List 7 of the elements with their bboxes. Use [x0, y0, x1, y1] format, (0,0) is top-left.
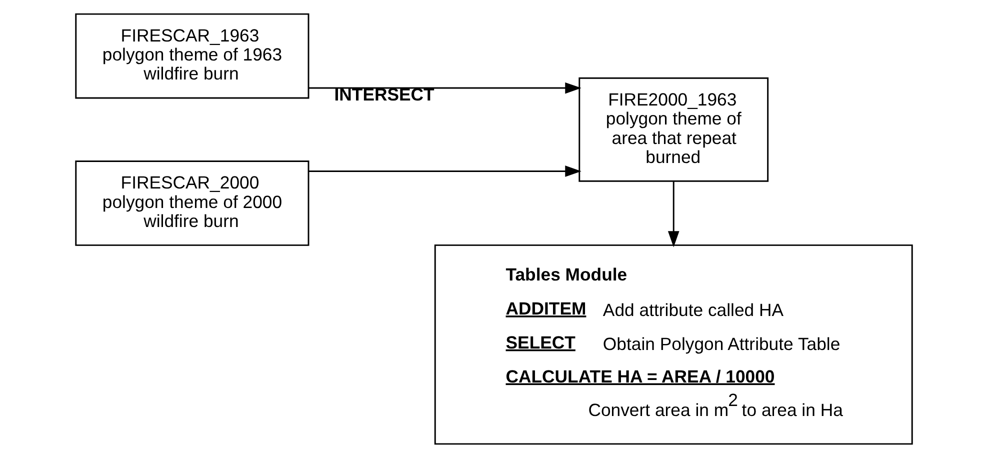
arrow [308, 166, 582, 177]
arrow [308, 82, 582, 94]
node-box: FIRESCAR_1963 polygon theme of 1963 wildfire burn [75, 13, 310, 99]
edge-label: INTERSECT [334, 84, 434, 105]
node-box: FIRESCAR_2000 polygon theme of 2000 wildfire burn [75, 160, 310, 246]
node-box: FIRE2000_1963 polygon theme of area that repeat burned [578, 77, 769, 182]
arrow [668, 182, 680, 248]
